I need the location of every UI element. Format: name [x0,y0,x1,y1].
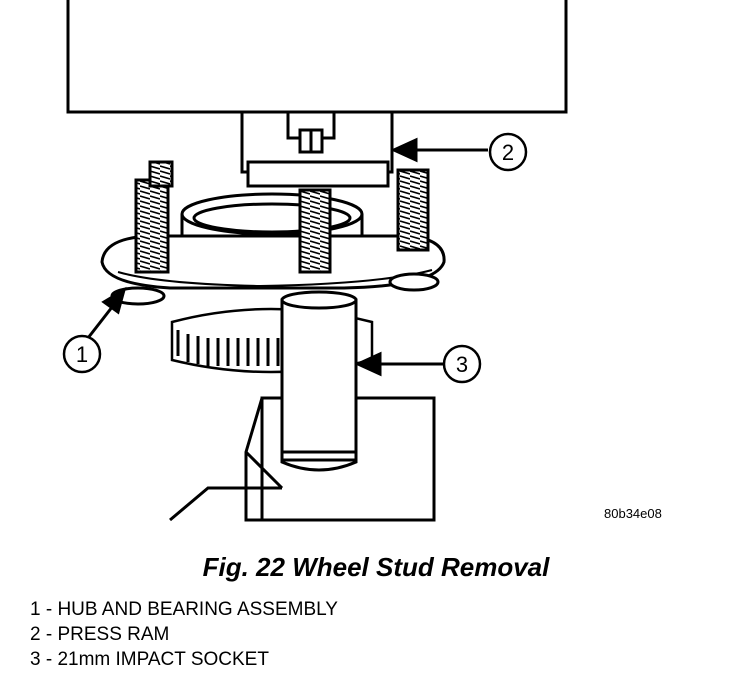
press-ram [240,110,394,188]
legend-item: 1 - HUB AND BEARING ASSEMBLY [30,599,338,620]
impact-socket [280,290,358,472]
callout-arrow-3 [354,351,444,377]
callout-2-number: 2 [502,140,514,165]
wheel-studs [134,160,430,274]
wheel-stud-removal-illustration: 1 2 3 [62,0,568,522]
callout-1-number: 1 [76,342,88,367]
legend-item: 2 - PRESS RAM [30,624,170,645]
callout-arrow-1 [86,286,127,339]
press-upper-plate [66,0,568,114]
callout-3-number: 3 [456,352,468,377]
callout-1: 1 [62,334,102,374]
figure-caption: Fig. 22 Wheel Stud Removal [202,552,550,582]
legend-item: 3 - 21mm IMPACT SOCKET [30,649,269,670]
callout-2: 2 [488,132,528,172]
callout-3: 3 [442,344,482,384]
legend: 1 - HUB AND BEARING ASSEMBLY 2 - PRESS R… [30,597,338,672]
callout-arrow-2 [390,137,488,163]
figure-code: 80b34e08 [604,506,662,521]
